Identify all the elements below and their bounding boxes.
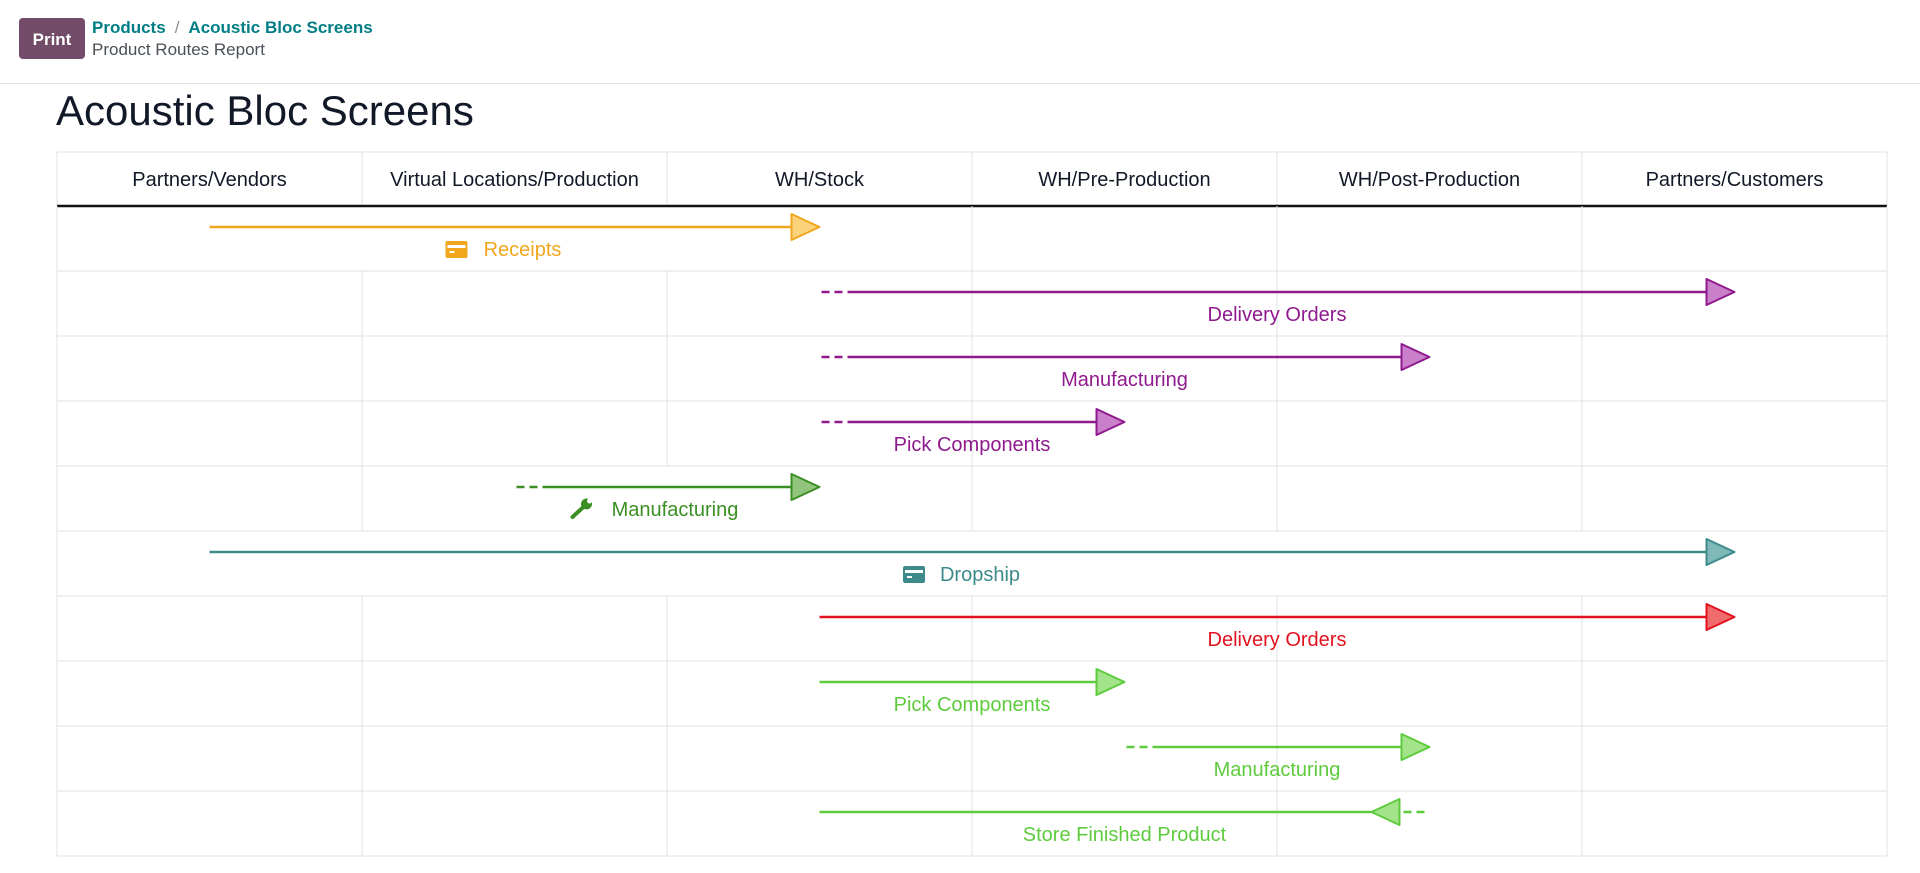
breadcrumb-products[interactable]: Products bbox=[92, 18, 166, 37]
breadcrumb: Products / Acoustic Bloc Screens bbox=[92, 17, 373, 39]
column-header: Virtual Locations/Production bbox=[390, 169, 639, 191]
route-label: Receipts bbox=[484, 239, 562, 261]
route-arrowhead bbox=[1095, 668, 1126, 696]
column-header: WH/Stock bbox=[775, 169, 865, 191]
credit-card-icon bbox=[903, 566, 925, 583]
report-title: Acoustic Bloc Screens bbox=[56, 87, 474, 134]
route-arrowhead bbox=[1705, 278, 1736, 306]
column-header: Partners/Customers bbox=[1646, 169, 1824, 191]
route-arrowhead bbox=[1370, 798, 1401, 826]
credit-card-icon bbox=[445, 241, 468, 258]
route-label: Delivery Orders bbox=[1208, 304, 1347, 326]
route-label: Manufacturing bbox=[1061, 369, 1188, 391]
route-arrowhead bbox=[1095, 408, 1126, 436]
route-label: Manufacturing bbox=[612, 499, 739, 521]
route-label: Manufacturing bbox=[1214, 759, 1341, 781]
route-arrowhead bbox=[1400, 343, 1431, 371]
current-view-name: Product Routes Report bbox=[92, 40, 265, 59]
route-label: Dropship bbox=[940, 564, 1020, 586]
route-arrowhead bbox=[1705, 538, 1736, 566]
route-label: Pick Components bbox=[894, 694, 1051, 716]
route-label: Store Finished Product bbox=[1023, 824, 1227, 846]
column-header: WH/Post-Production bbox=[1339, 169, 1520, 191]
column-header: WH/Pre-Production bbox=[1038, 169, 1210, 191]
breadcrumb-product[interactable]: Acoustic Bloc Screens bbox=[188, 18, 373, 37]
route-arrowhead bbox=[790, 213, 821, 241]
column-header: Partners/Vendors bbox=[132, 169, 287, 191]
route-label: Delivery Orders bbox=[1208, 629, 1347, 651]
breadcrumb-separator: / bbox=[174, 18, 180, 37]
route-label: Pick Components bbox=[894, 434, 1051, 456]
route-arrowhead bbox=[1705, 603, 1736, 631]
wrench-icon bbox=[570, 498, 592, 519]
print-button[interactable]: Print bbox=[19, 18, 85, 59]
route-arrowhead bbox=[1400, 733, 1431, 761]
control-panel: Print Products / Acoustic Bloc Screens Pro… bbox=[0, 0, 1920, 84]
route-arrowhead bbox=[790, 473, 821, 501]
